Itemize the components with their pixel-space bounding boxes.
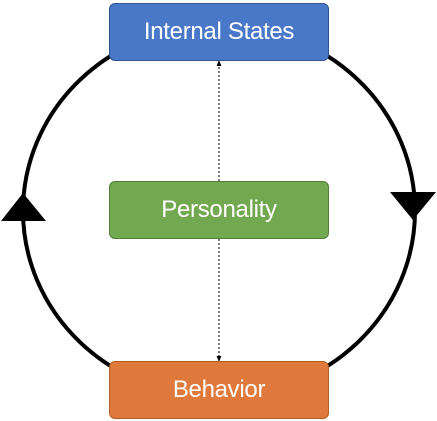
cycle-arrow-down-right (390, 192, 436, 220)
behavior-node: Behavior (109, 361, 329, 419)
internal-states-node: Internal States (109, 3, 329, 61)
personality-node: Personality (109, 181, 329, 239)
cycle-arrow-up-left (1, 193, 46, 221)
internal-states-label: Internal States (143, 18, 295, 45)
behavior-label: Behavior (172, 376, 266, 403)
personality-label: Personality (161, 196, 277, 223)
